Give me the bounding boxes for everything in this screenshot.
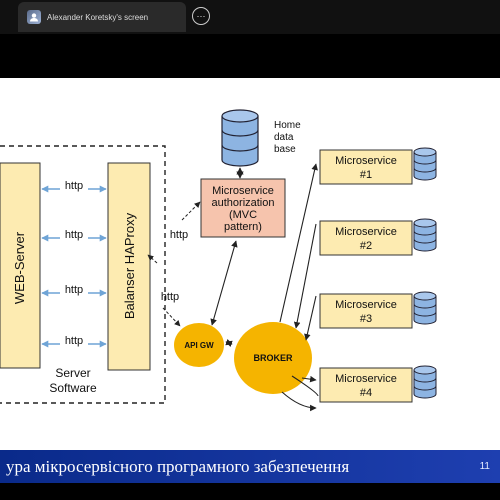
microservice-3-num: #3 xyxy=(360,313,372,325)
microservice-1: Microservice #1 xyxy=(319,147,437,185)
broker-node: BROKER xyxy=(234,322,312,394)
microservice-4-db-icon xyxy=(413,365,437,399)
microservice-1-num: #1 xyxy=(360,169,372,181)
http-label-auth: http xyxy=(170,229,188,241)
auth-line3: (MVC xyxy=(229,209,257,221)
auth-line4: pattern) xyxy=(224,221,262,233)
slide-page-number: 11 xyxy=(479,461,490,472)
http-label-3: http xyxy=(65,284,83,296)
home-database-icon xyxy=(221,109,259,167)
connectors xyxy=(210,163,319,412)
home-db-line1: Home xyxy=(274,120,301,131)
screen-share-tabbar: Alexander Koretsky's screen ⋯ xyxy=(0,0,500,34)
microservice-1-name: Microservice xyxy=(335,155,397,167)
home-db-line2: data xyxy=(274,132,294,143)
auth-line2: authorization xyxy=(212,197,275,209)
home-db-line3: base xyxy=(274,144,296,155)
microservice-2-db-icon xyxy=(413,218,437,252)
web-server-box: WEB-Server xyxy=(0,162,41,369)
microservice-2-num: #2 xyxy=(360,240,372,252)
server-software-boundary xyxy=(0,145,166,404)
http-label-apigw: http xyxy=(161,291,179,303)
auth-line1: Microservice xyxy=(212,185,274,197)
http-label-2: http xyxy=(65,229,83,241)
server-software-line1: Server xyxy=(55,366,90,380)
presentation-slide: WEB-Server Balanser HAProxy http http ht… xyxy=(0,78,500,483)
auth-service-box: Microservice authorization (MVC pattern) xyxy=(200,178,286,238)
microservice-3-name: Microservice xyxy=(335,299,397,311)
screen-share-avatar-icon xyxy=(27,10,41,24)
api-gateway-node: API GW xyxy=(174,323,224,367)
microservice-4-num: #4 xyxy=(360,387,372,399)
api-gw-label: API GW xyxy=(184,341,214,350)
screen-share-tab[interactable]: Alexander Koretsky's screen ⋯ xyxy=(18,2,210,32)
web-server-label: WEB-Server xyxy=(12,231,27,304)
broker-label: BROKER xyxy=(253,353,293,363)
more-options-icon[interactable]: ⋯ xyxy=(192,7,210,25)
slide-title-bar: ура мікросервісного програмного забезпеч… xyxy=(0,450,500,483)
slide-caption: ура мікросервісного програмного забезпеч… xyxy=(6,456,350,476)
microservice-1-db-icon xyxy=(413,147,437,181)
server-software-line2: Software xyxy=(49,381,97,395)
microservice-2-name: Microservice xyxy=(335,226,397,238)
http-links: http http http http xyxy=(41,180,107,348)
microservice-4-name: Microservice xyxy=(335,373,397,385)
microservice-4: Microservice #4 xyxy=(319,365,437,403)
balancer-box: Balanser HAProxy xyxy=(107,162,151,371)
microservice-2: Microservice #2 xyxy=(319,218,437,256)
screen-share-title: Alexander Koretsky's screen xyxy=(47,12,149,22)
http-label-4: http xyxy=(65,335,83,347)
microservice-3: Microservice #3 xyxy=(319,291,437,329)
microservice-3-db-icon xyxy=(413,291,437,325)
architecture-diagram: WEB-Server Balanser HAProxy http http ht… xyxy=(0,109,437,412)
http-label-1: http xyxy=(65,180,83,192)
balancer-label: Balanser HAProxy xyxy=(122,212,137,319)
